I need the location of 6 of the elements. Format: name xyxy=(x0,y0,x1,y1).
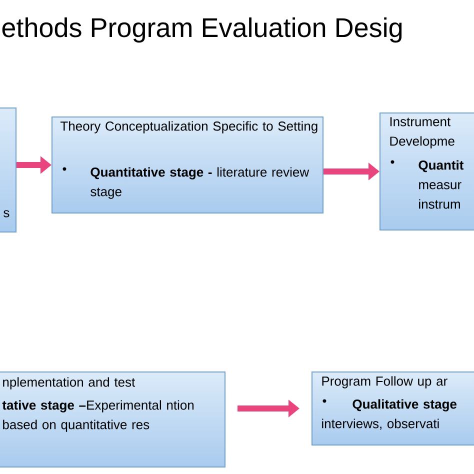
process-box: nplementation and test tative stage –Experimental ntion based on quantitative res xyxy=(0,372,226,468)
process-box: Theory Conceptualization Specific to Setting • Quantitative stage - literature review stage xyxy=(52,116,324,214)
process-box: Program Follow up ar • Qualitative stage interviews, observati xyxy=(312,372,474,446)
title: ethods Program Evaluation Desig xyxy=(2,17,402,43)
process-box: s xyxy=(0,108,16,232)
process-box: Instrument Developme • Quantit measur instrum xyxy=(380,112,474,230)
